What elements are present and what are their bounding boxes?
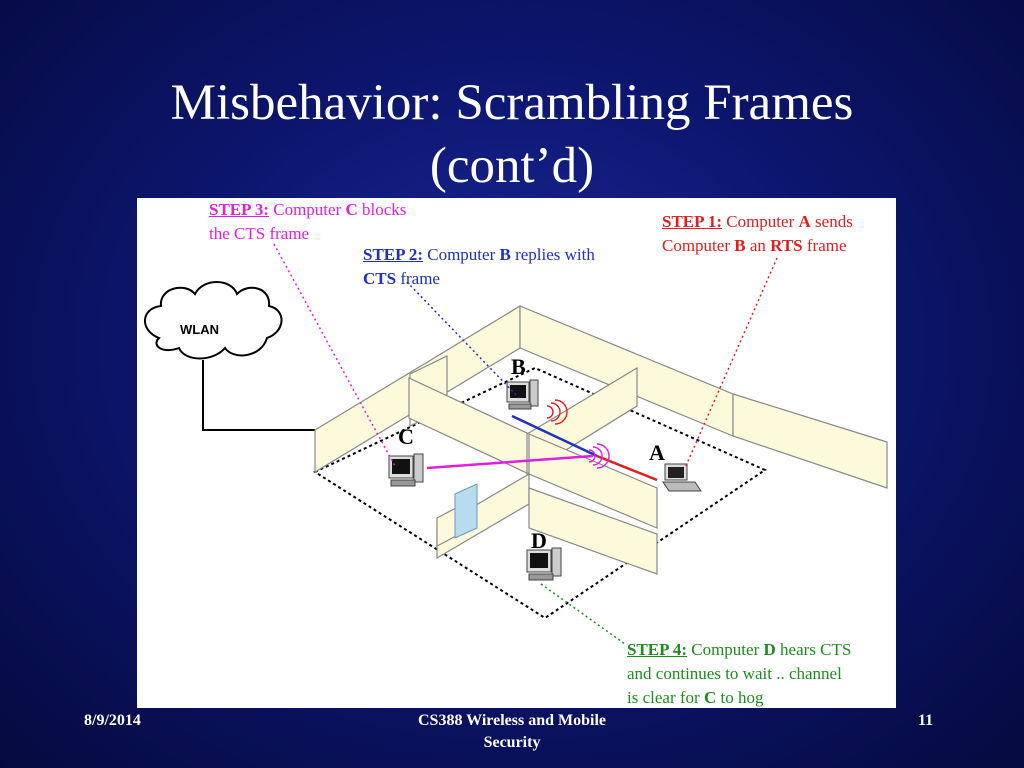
step1-caption: STEP 1: Computer A sends Computer B an R… bbox=[662, 212, 853, 255]
computer-d-icon bbox=[526, 547, 562, 581]
footer-course-line-2: Security bbox=[483, 734, 541, 751]
step1-leader bbox=[684, 257, 778, 469]
title-line-1: Misbehavior: Scrambling Frames bbox=[170, 75, 854, 131]
slide-title: Misbehavior: Scrambling Frames (cont’d) bbox=[0, 72, 1024, 198]
node-label-a: A bbox=[649, 440, 665, 465]
node-label-d: D bbox=[531, 528, 547, 553]
footer-course: CS388 Wireless and Mobile Security bbox=[380, 710, 644, 754]
laptop-a-icon bbox=[662, 463, 702, 492]
jam-link-c bbox=[426, 454, 594, 470]
footer-page-number: 11 bbox=[918, 712, 934, 729]
step4-leader bbox=[540, 583, 626, 645]
rts-link-a bbox=[596, 454, 658, 482]
step3-caption: STEP 3: Computer C blocks the CTS frame bbox=[209, 200, 407, 243]
wlan-wire bbox=[202, 360, 315, 431]
cts-link-b bbox=[511, 414, 598, 458]
computer-c-icon bbox=[388, 453, 424, 487]
computer-b-icon bbox=[506, 379, 539, 410]
footer-course-line-1: CS388 Wireless and Mobile bbox=[417, 712, 607, 729]
diagram-panel: WLAN bbox=[137, 198, 896, 708]
node-label-c: C bbox=[398, 424, 414, 449]
door bbox=[454, 483, 478, 539]
footer-date: 8/9/2014 bbox=[84, 712, 141, 729]
title-line-2: (cont’d) bbox=[429, 138, 595, 194]
step3-leader bbox=[273, 243, 396, 467]
step4-caption: STEP 4: Computer D hears CTS and continu… bbox=[627, 640, 852, 707]
step2-leader bbox=[406, 281, 520, 399]
signal-wave-icon bbox=[546, 399, 610, 469]
node-label-b: B bbox=[511, 354, 526, 379]
office-walls bbox=[314, 304, 888, 575]
step2-caption: STEP 2: Computer B replies with CTS fram… bbox=[363, 245, 595, 288]
wlan-label: WLAN bbox=[180, 322, 219, 337]
network-diagram: WLAN bbox=[144, 243, 888, 645]
wlan-cloud-icon: WLAN bbox=[144, 281, 283, 360]
